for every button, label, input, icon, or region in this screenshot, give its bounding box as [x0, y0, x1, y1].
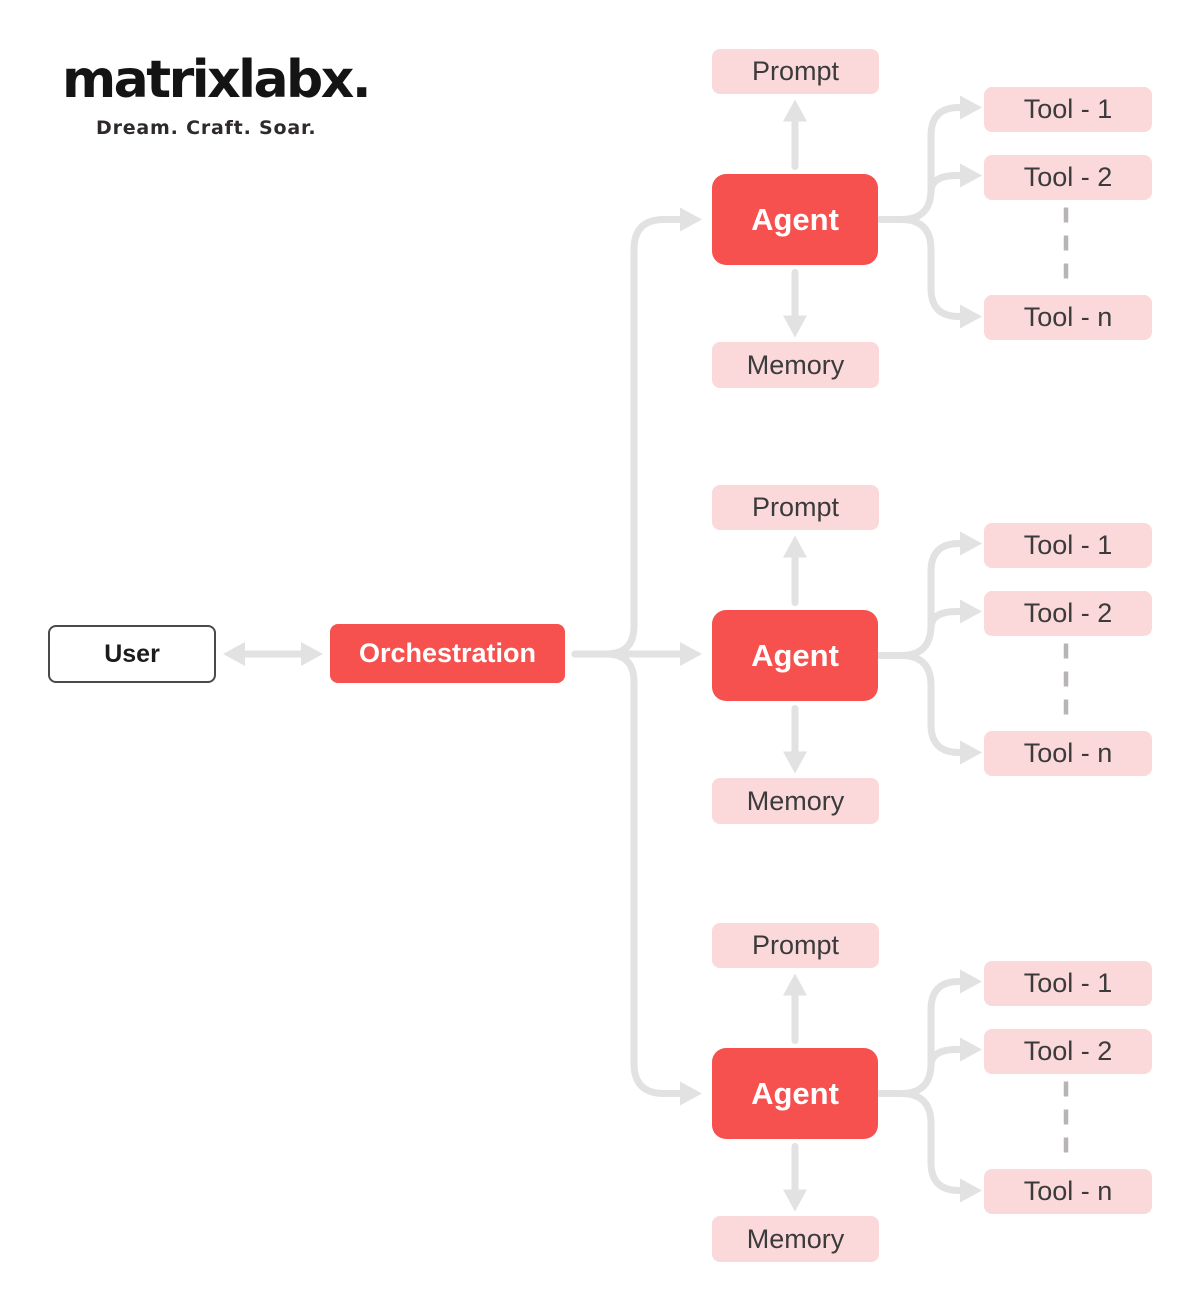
- agent-3-to-tool-n-link: [876, 1090, 964, 1194]
- tool-node-n-label: Tool - n: [1023, 738, 1113, 768]
- arrowhead-to-tool-n-3: [960, 1178, 982, 1203]
- arrowhead-to-agent-1: [680, 207, 702, 232]
- arrowhead-to-tool-1-1: [960, 95, 982, 120]
- arrowhead-to-user: [223, 642, 245, 666]
- memory-node-label: Memory: [746, 785, 845, 816]
- agent-node: Agent: [712, 174, 878, 265]
- tool-node-1-label: Tool - 1: [1023, 94, 1113, 124]
- tool-node-n-label: Tool - n: [1023, 302, 1113, 332]
- arrowhead-to-memory-1: [783, 315, 807, 338]
- memory-node-label: Memory: [746, 1223, 845, 1254]
- tool-node-n-label: Tool - n: [1023, 1176, 1113, 1206]
- tool-node-1-label: Tool - 1: [1023, 530, 1113, 560]
- agent-node-label: Agent: [751, 201, 839, 237]
- memory-node: Memory: [712, 778, 879, 824]
- agent-node-label: Agent: [751, 637, 839, 673]
- user-node: User: [48, 625, 216, 683]
- tool-node-2: Tool - 2: [984, 591, 1152, 636]
- prompt-node-label: Prompt: [751, 930, 840, 960]
- tool-node-1: Tool - 1: [984, 523, 1152, 568]
- tool-node-2: Tool - 2: [984, 155, 1152, 200]
- agent-cluster-3: Prompt Agent Memory Tool - 1 Tool - 2 To…: [0, 923, 1200, 1263]
- orchestration-node-label: Orchestration: [358, 638, 537, 668]
- tool-node-2-label: Tool - 2: [1023, 162, 1113, 192]
- memory-node-label: Memory: [746, 349, 845, 380]
- agent-cluster-2: Prompt Agent Memory Tool - 1 Tool - 2 To…: [0, 485, 1200, 825]
- memory-node: Memory: [712, 1216, 879, 1262]
- brand-logo-text: matrixlabx.: [62, 50, 372, 110]
- tool-node-2-label: Tool - 2: [1023, 1036, 1113, 1066]
- tool-node-2-label: Tool - 2: [1023, 598, 1113, 628]
- agent-1-to-tool-2-link: [927, 172, 964, 195]
- agent-1-to-tool-n-link: [876, 216, 964, 320]
- tool-node-2: Tool - 2: [984, 1029, 1152, 1074]
- arrowhead-to-tool-n-1: [960, 304, 982, 329]
- brand-block: matrixlabx. Dream. Craft. Soar.: [62, 50, 372, 139]
- arrowhead-to-tool-2-2: [960, 599, 982, 624]
- tool-node-1: Tool - 1: [984, 87, 1152, 132]
- agent-node: Agent: [712, 610, 878, 701]
- tool-node-n: Tool - n: [984, 731, 1152, 776]
- agent-cluster-1: Prompt Agent Memory Tool - 1 Tool - 2 To…: [0, 49, 1200, 389]
- arrowhead-to-prompt-3: [783, 973, 807, 996]
- arrowhead-to-agent-3: [680, 1081, 702, 1106]
- arrowhead-to-orchestration: [301, 642, 323, 666]
- orchestration-node: Orchestration: [330, 624, 565, 683]
- user-node-label: User: [104, 639, 160, 668]
- prompt-node-label: Prompt: [751, 56, 840, 86]
- arrowhead-to-prompt-2: [783, 535, 807, 558]
- prompt-node: Prompt: [712, 49, 879, 94]
- arrowhead-to-memory-3: [783, 1189, 807, 1212]
- arrowhead-to-tool-1-2: [960, 531, 982, 556]
- prompt-node: Prompt: [712, 923, 879, 968]
- prompt-node-label: Prompt: [751, 492, 840, 522]
- tool-node-n: Tool - n: [984, 295, 1152, 340]
- agent-node: Agent: [712, 1048, 878, 1139]
- arrowhead-to-tool-n-2: [960, 740, 982, 765]
- agent-3-to-tool-2-link: [927, 1046, 964, 1069]
- arrowhead-to-tool-1-3: [960, 969, 982, 994]
- arrowhead-to-tool-2-1: [960, 163, 982, 188]
- agent-node-label: Agent: [751, 1075, 839, 1111]
- agent-2-to-tool-n-link: [876, 652, 964, 756]
- memory-node: Memory: [712, 342, 879, 388]
- arrowhead-to-prompt-1: [783, 99, 807, 122]
- tool-node-1: Tool - 1: [984, 961, 1152, 1006]
- arrowhead-to-memory-2: [783, 751, 807, 774]
- arrowhead-to-tool-2-3: [960, 1037, 982, 1062]
- orchestration-to-agent-3-link: [571, 650, 684, 1097]
- agent-2-to-tool-2-link: [927, 608, 964, 631]
- tool-node-1-label: Tool - 1: [1023, 968, 1113, 998]
- arrowhead-to-agent-2: [680, 642, 702, 666]
- brand-tagline: Dream. Craft. Soar.: [96, 117, 317, 139]
- tool-node-n: Tool - n: [984, 1169, 1152, 1214]
- prompt-node: Prompt: [712, 485, 879, 530]
